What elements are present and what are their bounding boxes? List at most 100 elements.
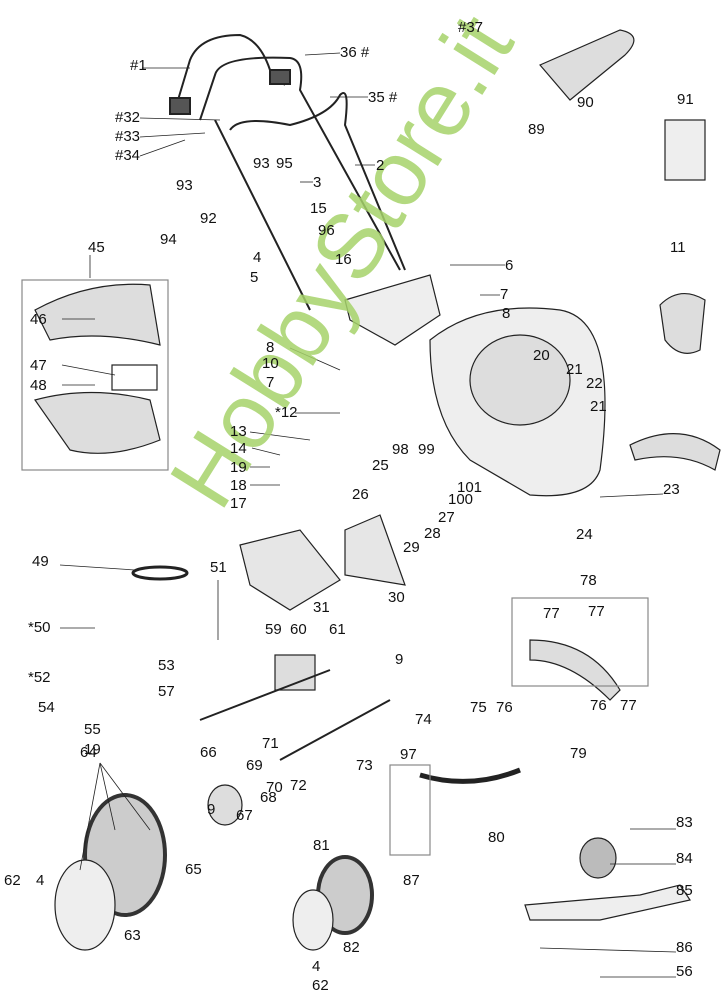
part-label: 100	[448, 491, 474, 508]
part-label: 97	[400, 746, 417, 763]
part-label: #33	[115, 128, 141, 145]
handle-part	[169, 33, 406, 311]
diagram-title: #37	[458, 19, 484, 36]
part-label: 15	[310, 200, 327, 217]
part-label: 83	[676, 814, 693, 831]
part-label: 66	[200, 744, 217, 761]
part-label: 71	[262, 735, 279, 752]
grassbag-box	[21, 279, 169, 471]
part-label: 4	[312, 958, 321, 975]
part-label: 94	[160, 231, 177, 248]
part-label: 90	[577, 94, 594, 111]
part-label: 77	[543, 605, 560, 622]
part-label: 98	[392, 441, 409, 458]
part-label: 31	[313, 599, 330, 616]
part-label: 84	[676, 850, 693, 867]
part-label: 56	[676, 963, 693, 980]
part-label: 35 #	[368, 89, 398, 106]
part-label: 86	[676, 939, 693, 956]
part-label: *52	[28, 669, 51, 686]
part-label: 51	[210, 559, 227, 576]
part-label: 9	[207, 801, 216, 818]
part-label: 93	[253, 155, 270, 172]
part-label: 10	[262, 355, 279, 372]
part-label: 53	[158, 657, 175, 674]
side-chute-part	[659, 293, 706, 354]
part-label: 59	[265, 621, 282, 638]
grassbag-top	[34, 283, 161, 346]
part-label: 7	[266, 374, 275, 391]
part-label: 8	[266, 339, 275, 356]
part-label: 27	[438, 509, 455, 526]
part-label: 25	[372, 457, 389, 474]
part-label: 63	[124, 927, 141, 944]
part-label: #32	[115, 109, 141, 126]
part-label: 65	[185, 861, 202, 878]
belt-part	[131, 565, 189, 581]
part-label: 60	[290, 621, 307, 638]
part-label: 62	[4, 872, 21, 889]
part-label: 49	[32, 553, 49, 570]
part-label: 99	[418, 441, 435, 458]
part-label: 80	[488, 829, 505, 846]
part-label: 2	[376, 157, 385, 174]
part-label: 23	[663, 481, 680, 498]
cover-part	[344, 274, 441, 346]
seat-part	[629, 433, 721, 471]
part-label: 17	[230, 495, 247, 512]
part-label: 6	[505, 257, 514, 274]
leader-lines	[59, 52, 677, 978]
rear-flap-part	[239, 529, 341, 611]
part-label: 30	[388, 589, 405, 606]
part-label: 4	[36, 872, 45, 889]
part-label: 82	[343, 939, 360, 956]
part-label: 22	[586, 375, 603, 392]
part-label: #1	[130, 57, 147, 74]
part-label: 85	[676, 882, 693, 899]
part-label: 5	[250, 269, 259, 286]
part-label: 9	[395, 651, 404, 668]
part-label: *50	[28, 619, 51, 636]
part-label: 79	[570, 745, 587, 762]
part-label: 76	[496, 699, 513, 716]
part-label: 61	[329, 621, 346, 638]
part-label: 18	[230, 477, 247, 494]
mulch-plug-part	[539, 29, 635, 101]
part-label: *12	[275, 404, 298, 421]
part-label: 69	[246, 757, 263, 774]
part-label: 20	[533, 347, 550, 364]
part-label: 77	[588, 603, 605, 620]
grassbag-bottom	[34, 391, 161, 454]
part-label: 47	[30, 357, 47, 374]
drive-kit-box	[389, 764, 431, 856]
part-label: 46	[30, 311, 47, 328]
part-label: 57	[158, 683, 175, 700]
blade-kit-box	[511, 597, 649, 687]
part-label: 45	[88, 239, 105, 256]
part-label: 78	[580, 572, 597, 589]
part-label: 70	[266, 779, 283, 796]
part-label: #34	[115, 147, 141, 164]
part-label: 13	[230, 423, 247, 440]
part-label: 26	[352, 486, 369, 503]
part-label: 77	[620, 697, 637, 714]
part-label: 21	[590, 398, 607, 415]
part-label: 76	[590, 697, 607, 714]
gearbox-part	[274, 654, 316, 691]
part-label: 48	[30, 377, 47, 394]
part-label: 16	[335, 251, 352, 268]
part-label: 19	[230, 459, 247, 476]
part-label: 21	[566, 361, 583, 378]
part-label: 81	[313, 837, 330, 854]
part-label: 11	[670, 239, 686, 256]
part-label: 73	[356, 757, 373, 774]
part-label: 87	[403, 872, 420, 889]
part-label: 4	[253, 249, 262, 266]
part-label: 24	[576, 526, 593, 543]
part-label: 54	[38, 699, 55, 716]
part-label: 3	[313, 174, 322, 191]
part-label: 101	[457, 479, 483, 496]
part-label: 62	[312, 977, 329, 994]
